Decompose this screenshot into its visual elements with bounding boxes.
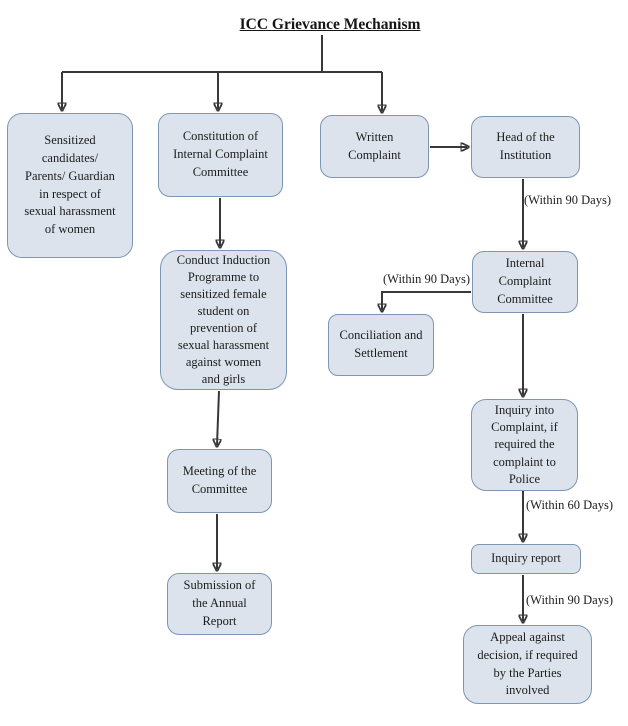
node-submission-annual-report: Submission of the Annual Report [167, 573, 272, 635]
node-conciliation-and-settlement: Conciliation and Settlement [328, 314, 434, 376]
node-written-complaint: Written Complaint [320, 115, 429, 178]
arrow-icc-to-conciliation [382, 291, 471, 310]
node-meeting-of-committee: Meeting of the Committee [167, 449, 272, 513]
edge-label-within-90-days-head-to-icc: (Within 90 Days) [524, 193, 611, 207]
node-constitution-of-icc: Constitution of Internal Complaint Commi… [158, 113, 283, 197]
node-appeal-against-decision: Appeal against decision, if required by … [463, 625, 592, 704]
node-sensitized-candidates: Sensitized candidates/ Parents/ Guardian… [7, 113, 133, 258]
node-internal-complaint-committee: Internal Complaint Committee [472, 251, 578, 313]
diagram-title: ICC Grievance Mechanism [239, 16, 421, 33]
node-head-of-institution: Head of the Institution [471, 116, 580, 178]
edge-label-within-90-days-report-to-appeal: (Within 90 Days) [526, 593, 613, 607]
arrow-induction-to-meeting [217, 390, 219, 445]
node-inquiry-into-complaint: Inquiry into Complaint, if required the … [471, 399, 578, 491]
edge-label-within-90-days-icc-to-conciliation: (Within 90 Days) [383, 272, 470, 286]
node-inquiry-report: Inquiry report [471, 544, 581, 574]
node-conduct-induction-programme: Conduct Induction Programme to sensitize… [160, 250, 287, 390]
edge-label-within-60-days-inquiry-to-report: (Within 60 Days) [526, 498, 613, 512]
